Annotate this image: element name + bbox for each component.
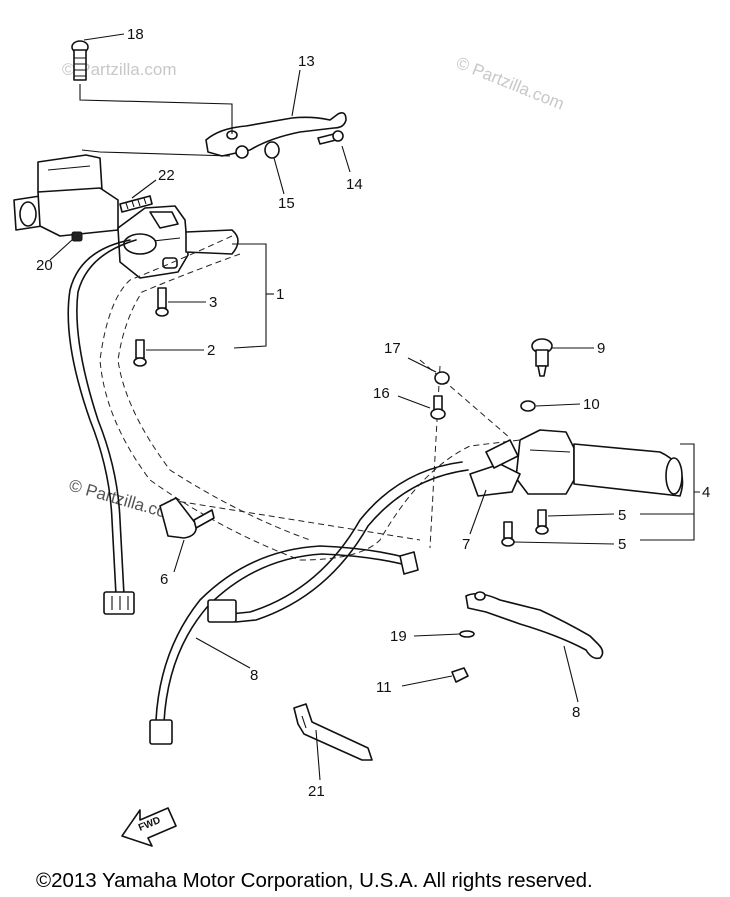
callout: 6 xyxy=(160,571,168,588)
callout: 8 xyxy=(250,667,258,684)
brake-lever xyxy=(465,591,604,660)
callout: 8 xyxy=(572,704,580,721)
screw xyxy=(133,339,147,367)
wire-clamp xyxy=(159,497,215,539)
leader-line xyxy=(397,395,431,409)
o-ring xyxy=(459,630,475,638)
nut xyxy=(451,667,469,683)
leader-line xyxy=(429,365,441,549)
callout: 7 xyxy=(462,536,470,553)
left-switch-wire xyxy=(67,239,137,615)
callout: 2 xyxy=(207,342,215,359)
callout: 17 xyxy=(384,340,401,357)
leader-line xyxy=(513,541,615,545)
leader-line xyxy=(401,675,453,687)
callout: 13 xyxy=(298,53,315,70)
pivot-bolt xyxy=(531,338,553,377)
pivot-bolt xyxy=(71,40,89,81)
callout: 3 xyxy=(209,294,217,311)
callout: 22 xyxy=(158,167,175,184)
handlebar-outline xyxy=(99,235,521,561)
cable-band xyxy=(293,703,373,761)
callout: 9 xyxy=(597,340,605,357)
leader-line xyxy=(169,499,421,541)
callout: 19 xyxy=(390,628,407,645)
callout: 10 xyxy=(583,396,600,413)
watermark: © Partzilla.com xyxy=(454,53,567,114)
callout: 21 xyxy=(308,783,325,800)
leader-line xyxy=(195,637,251,669)
leader-line xyxy=(547,513,615,517)
leader-line xyxy=(413,633,461,637)
leader-line xyxy=(341,145,351,173)
leader-line xyxy=(81,149,231,157)
nut xyxy=(71,231,83,242)
watermark: © Partzilla.com xyxy=(62,60,177,79)
right-switch-wire xyxy=(149,461,469,745)
collar xyxy=(434,371,450,385)
washer xyxy=(520,400,536,412)
callout: 1 xyxy=(276,286,284,303)
brake-master-cylinder xyxy=(13,154,119,237)
leader-line xyxy=(79,84,233,134)
leader-line xyxy=(315,729,321,781)
nut xyxy=(332,130,344,142)
callout: 16 xyxy=(373,385,390,402)
leader-line xyxy=(232,243,267,349)
handlebar-outline xyxy=(117,253,311,541)
forward-arrow: FWD xyxy=(121,807,177,847)
leader-line xyxy=(291,69,301,117)
leader-line xyxy=(49,239,73,261)
leader-line xyxy=(535,403,581,407)
callout: 14 xyxy=(346,176,363,193)
screw xyxy=(501,521,515,547)
collar xyxy=(264,141,280,159)
callout: 15 xyxy=(278,195,295,212)
screw xyxy=(535,509,549,535)
right-switch-housing xyxy=(515,429,684,497)
leader-line xyxy=(131,179,157,199)
callout: 20 xyxy=(36,257,53,274)
callout: 5 xyxy=(618,536,626,553)
callout: 18 xyxy=(127,26,144,43)
callout: 4 xyxy=(702,484,710,501)
leader-line xyxy=(273,157,285,195)
leader-line xyxy=(173,539,185,573)
clutch-lever xyxy=(205,112,347,159)
leader-line xyxy=(469,489,487,535)
callout: 5 xyxy=(618,507,626,524)
left-switch-housing xyxy=(117,205,239,279)
screw xyxy=(430,395,446,420)
leader-line xyxy=(83,33,125,41)
screw xyxy=(155,287,169,317)
leader-line xyxy=(407,357,437,373)
bracket xyxy=(469,439,521,497)
callout: 11 xyxy=(376,679,392,696)
copyright-notice: ©2013 Yamaha Motor Corporation, U.S.A. A… xyxy=(36,869,593,892)
leader-line xyxy=(563,645,579,703)
leader-line xyxy=(640,443,700,541)
adjuster-screw xyxy=(119,195,153,213)
